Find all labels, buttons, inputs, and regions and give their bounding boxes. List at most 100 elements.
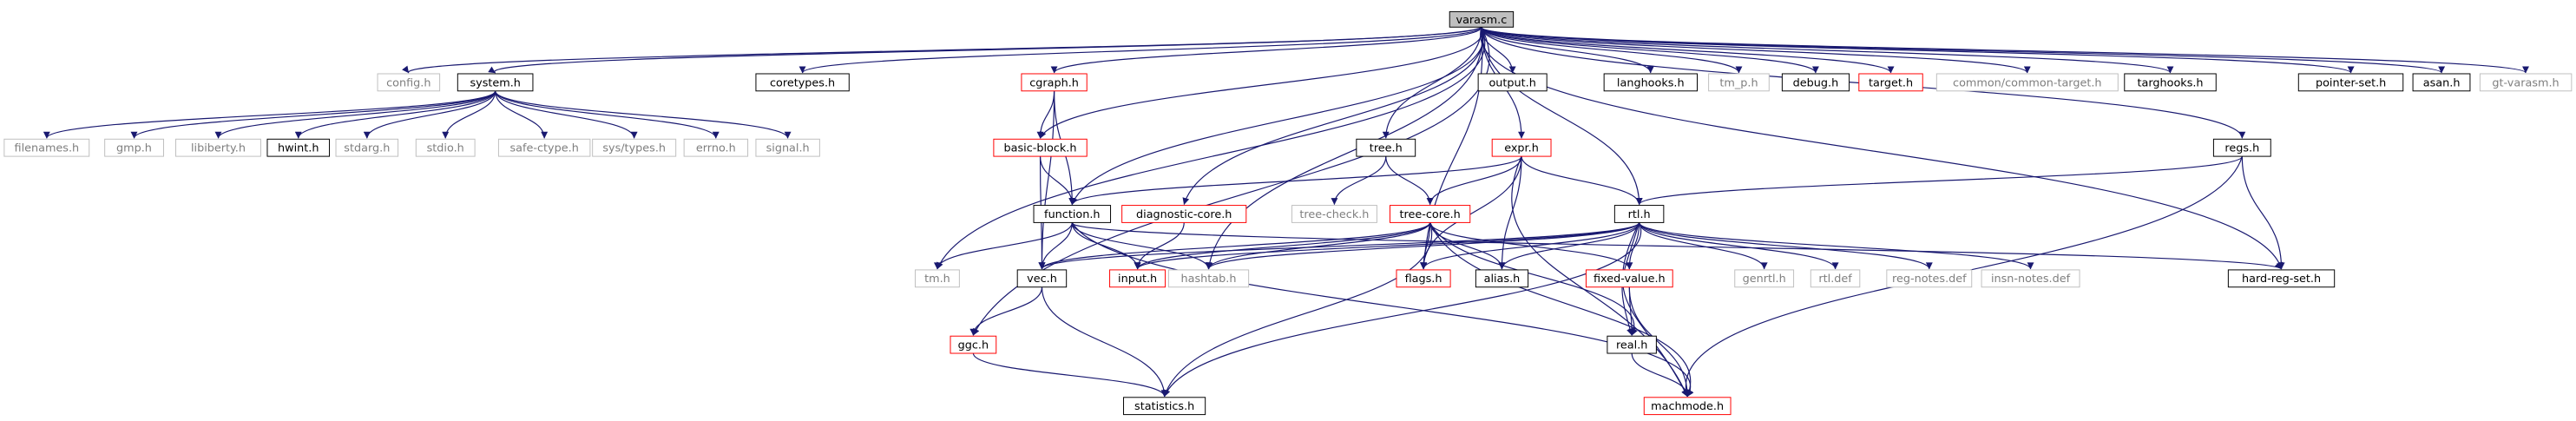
node-coretypes-h[interactable]: coretypes.h — [755, 73, 850, 92]
edge-ggc_h-to-statistics_h — [972, 352, 1168, 398]
node-tree-core-h[interactable]: tree-core.h — [1390, 205, 1471, 223]
node-box — [1475, 269, 1529, 288]
node-reg-notes-def: reg-notes.def — [1886, 269, 1973, 288]
node-box — [2412, 73, 2471, 92]
node-libiberty-h: libiberty.h — [175, 138, 261, 157]
node-stdarg-h: stdarg.h — [335, 138, 399, 157]
edge-varasm_c-to-tm_p_h — [1481, 27, 1743, 74]
node-statistics-h[interactable]: statistics.h — [1123, 397, 1206, 416]
node-alias-h[interactable]: alias.h — [1475, 269, 1529, 288]
edge-tree_core_h-to-statistics_h — [1163, 222, 1433, 398]
edge-cgraph_h-to-basic_block_h — [1036, 90, 1055, 139]
edge-varasm_c-to-config_h — [402, 26, 1482, 74]
edge-varasm_c-to-diagnostic_core_h — [1182, 27, 1484, 205]
edge-tree_core_h-to-vec_h — [1038, 222, 1431, 270]
node-input-h[interactable]: input.h — [1109, 269, 1166, 288]
edge-tree_h-to-tree_check_h — [1331, 156, 1387, 205]
node-box — [1886, 269, 1973, 288]
edge-expr_h-to-machmode_h — [1511, 155, 1688, 398]
node-targhooks-h[interactable]: targhooks.h — [2124, 73, 2217, 92]
node-flags-h[interactable]: flags.h — [1396, 269, 1451, 288]
node-label: regs.h — [2224, 142, 2259, 155]
node-box — [683, 138, 749, 157]
node-box — [915, 269, 960, 288]
node-diagnostic-core-h[interactable]: diagnostic-core.h — [1121, 205, 1247, 223]
node-tree-h[interactable]: tree.h — [1356, 138, 1416, 157]
edge-varasm_c-to-basic_block_h — [1039, 27, 1483, 139]
edge-rtl_h-to-input_h — [1134, 221, 1640, 270]
edge-rtl_h-to-reg_notes_def — [1639, 222, 1933, 270]
node-label: basic-block.h — [1004, 142, 1077, 155]
edge-rtl_h-to-rtl_def — [1639, 222, 1839, 270]
edge-function_h-to-input_h — [1071, 222, 1141, 270]
node-box — [1585, 269, 1673, 288]
edge-expr_h-to-alias_h — [1498, 156, 1522, 270]
edge-varasm_c-to-cgraph_h — [1050, 26, 1482, 74]
node-box — [497, 138, 591, 157]
node-box — [1449, 10, 1515, 28]
node-hard-reg-set-h[interactable]: hard-reg-set.h — [2227, 269, 2336, 288]
node-regs-h[interactable]: regs.h — [2212, 138, 2271, 157]
node-genrtl-h: genrtl.h — [1734, 269, 1795, 288]
node-box — [335, 138, 399, 157]
node-box — [2297, 73, 2404, 92]
node-ggc-h[interactable]: ggc.h — [950, 335, 997, 354]
node-output-h[interactable]: output.h — [1477, 73, 1548, 92]
node-box — [1708, 73, 1770, 92]
node-function-h[interactable]: function.h — [1033, 205, 1112, 223]
node-cgraph-h[interactable]: cgraph.h — [1021, 73, 1088, 92]
node-signal-h: signal.h — [755, 138, 820, 157]
node-label: hwint.h — [278, 142, 319, 155]
node-filenames-h: filenames.h — [3, 138, 90, 157]
node-label: gt-varasm.h — [2492, 76, 2559, 89]
node-real-h[interactable]: real.h — [1607, 335, 1657, 354]
node-box — [266, 138, 331, 157]
node-debug-h[interactable]: debug.h — [1781, 73, 1850, 92]
node-box — [755, 73, 850, 92]
node-system-h[interactable]: system.h — [457, 73, 534, 92]
edge-rtl_h-to-insn_notes_def — [1639, 222, 2034, 270]
node-box — [2479, 73, 2573, 92]
edge-vec_h-to-ggc_h — [969, 286, 1043, 336]
header-nodes: varasm.c config.h system.h coretypes.h cgrap… — [3, 10, 2573, 416]
node-machmode-h[interactable]: machmode.h — [1643, 397, 1732, 416]
node-varasm-c[interactable]: varasm.c — [1449, 10, 1515, 28]
edge-varasm_c-to-coretypes_h — [798, 26, 1482, 74]
node-label: debug.h — [1793, 76, 1839, 89]
node-target-h[interactable]: target.h — [1858, 73, 1923, 92]
edge-rtl_h-to-alias_h — [1498, 222, 1640, 270]
edge-tree_core_h-to-machmode_h — [1429, 222, 1693, 398]
node-box — [755, 138, 820, 157]
node-vec-h[interactable]: vec.h — [1016, 269, 1068, 288]
edge-varasm_c-to-flags_h — [1420, 27, 1483, 270]
edge-function_h-to-tm_h — [934, 222, 1073, 270]
node-label: stdio.h — [427, 142, 464, 155]
edge-varasm_c-to-system_h — [488, 26, 1482, 74]
node-label: tree.h — [1370, 142, 1403, 155]
node-box — [1810, 269, 1861, 288]
node-label: config.h — [386, 76, 430, 89]
edge-system_h-to-gmp_h — [130, 90, 496, 139]
edge-rtl_h-to-statistics_h — [1163, 222, 1642, 398]
edge-system_h-to-stdio_h — [442, 90, 496, 139]
node-expr-h[interactable]: expr.h — [1491, 138, 1552, 157]
node-label: libiberty.h — [191, 142, 246, 155]
node-rtl-h[interactable]: rtl.h — [1613, 205, 1665, 223]
node-tm-h: tm.h — [915, 269, 960, 288]
node-label: rtl.def — [1818, 273, 1852, 286]
node-basic-block-h[interactable]: basic-block.h — [993, 138, 1088, 157]
node-box — [457, 73, 534, 92]
node-pointer-set-h[interactable]: pointer-set.h — [2297, 73, 2404, 92]
edge-varasm_c-to-tree_h — [1382, 27, 1482, 139]
edge-system_h-to-libiberty_h — [214, 90, 496, 139]
node-label: pointer-set.h — [2316, 76, 2386, 89]
node-hwint-h[interactable]: hwint.h — [266, 138, 331, 157]
node-label: diagnostic-core.h — [1136, 208, 1232, 221]
node-langhooks-h[interactable]: langhooks.h — [1603, 73, 1698, 92]
node-asan-h[interactable]: asan.h — [2412, 73, 2471, 92]
node-label: tm_p.h — [1719, 76, 1758, 89]
node-fixed-value-h[interactable]: fixed-value.h — [1585, 269, 1673, 288]
node-stdio-h: stdio.h — [415, 138, 476, 157]
node-label: reg-notes.def — [1892, 273, 1967, 286]
